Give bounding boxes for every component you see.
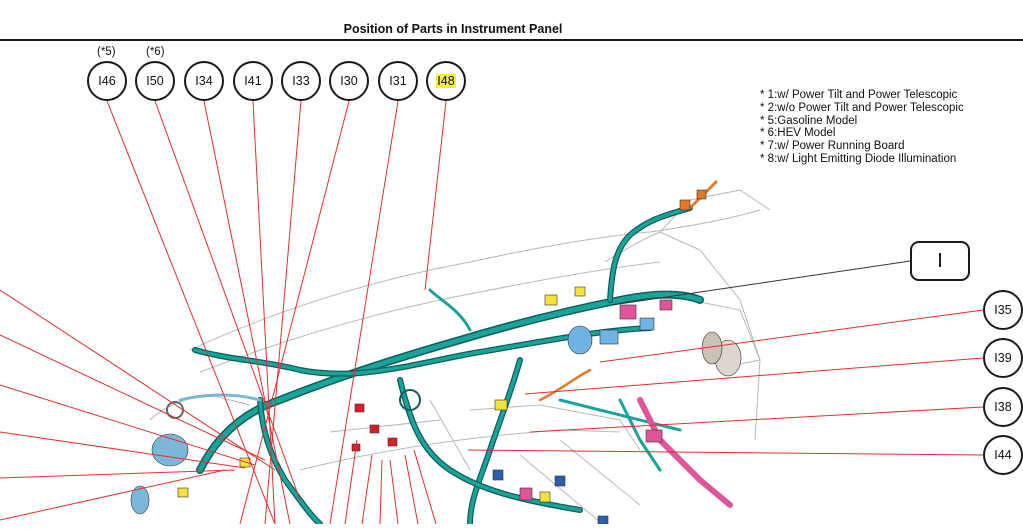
leader-i50 bbox=[154, 100, 301, 501]
leader-i44 bbox=[467, 449, 984, 456]
connector-label-i31: I31 bbox=[389, 74, 407, 88]
connector-callout-i30[interactable]: I30 bbox=[329, 61, 369, 101]
title-divider bbox=[0, 39, 1023, 41]
connector-callout-i38[interactable]: I38 bbox=[983, 387, 1023, 427]
connector-label-i50: I50 bbox=[146, 74, 164, 88]
connector-callout-i50[interactable]: I50 bbox=[135, 61, 175, 101]
leader-left-4 bbox=[0, 431, 246, 469]
connector-callout-i44[interactable]: I44 bbox=[983, 435, 1023, 475]
connector-callout-i35[interactable]: I35 bbox=[983, 290, 1023, 330]
page-title: Position of Parts in Instrument Panel bbox=[343, 22, 563, 36]
leader-bottom-3 bbox=[379, 459, 383, 525]
connector-callout-i33[interactable]: I33 bbox=[281, 61, 321, 101]
connector-label-i33: I33 bbox=[292, 74, 310, 88]
leader-bottom-5 bbox=[404, 454, 419, 525]
view-reference-box[interactable]: I bbox=[910, 241, 970, 281]
leader-bottom-4 bbox=[389, 459, 399, 525]
leader-left-1 bbox=[0, 289, 276, 471]
note-7: * 7:w/ Power Running Board bbox=[760, 140, 905, 153]
connector-callout-i48[interactable]: I48 bbox=[426, 61, 466, 101]
connector-label-i48: I48 bbox=[436, 74, 456, 88]
connector-label-i35: I35 bbox=[994, 303, 1012, 317]
leader-i38 bbox=[529, 406, 984, 433]
note-8: * 8:w/ Light Emitting Diode Illumination bbox=[760, 152, 957, 165]
leader-i35 bbox=[599, 309, 984, 363]
connector-label-i34: I34 bbox=[195, 74, 213, 88]
connector-label-i38: I38 bbox=[994, 400, 1012, 414]
wire-harness bbox=[178, 180, 733, 527]
leader-bottom-6 bbox=[413, 449, 437, 525]
connector-callout-i46[interactable]: I46 bbox=[87, 61, 127, 101]
leader-left-6 bbox=[0, 469, 226, 521]
leader-i39 bbox=[524, 357, 984, 395]
leader-left-5 bbox=[0, 469, 236, 479]
note-1: * 1:w/ Power Tilt and Power Telescopic bbox=[760, 89, 958, 101]
leader-left-2 bbox=[0, 334, 266, 461]
leader-i46 bbox=[106, 100, 276, 525]
connector-callout-i31[interactable]: I31 bbox=[378, 61, 418, 101]
connector-label-i46: I46 bbox=[98, 74, 116, 88]
connector-label-i41: I41 bbox=[244, 74, 262, 88]
variant-note-i46: (*5) bbox=[97, 46, 116, 58]
connector-callout-i34[interactable]: I34 bbox=[184, 61, 224, 101]
leader-i31 bbox=[329, 100, 399, 525]
note-6: * 6:HEV Model bbox=[760, 127, 836, 140]
leader-left-3 bbox=[0, 384, 256, 466]
connector-callout-i41[interactable]: I41 bbox=[233, 61, 273, 101]
leader-i34 bbox=[203, 100, 291, 525]
connector-blocks bbox=[130, 189, 742, 525]
leader-i33 bbox=[264, 100, 302, 525]
connector-label-i30: I30 bbox=[340, 74, 358, 88]
leader-lines bbox=[0, 100, 984, 525]
leader-bottom-2 bbox=[361, 454, 373, 525]
leader-i30 bbox=[239, 100, 350, 525]
variant-note-i50: (*6) bbox=[146, 46, 165, 58]
connector-callout-i39[interactable]: I39 bbox=[983, 338, 1023, 378]
note-2: * 2:w/o Power Tilt and Power Telescopic bbox=[760, 101, 964, 114]
connector-label-i44: I44 bbox=[994, 448, 1012, 462]
leader-i48 bbox=[424, 100, 447, 291]
note-5: * 5:Gasoline Model bbox=[760, 114, 858, 127]
connector-label-i39: I39 bbox=[994, 351, 1012, 365]
leader-bottom-1 bbox=[344, 439, 358, 525]
view-reference-leader bbox=[611, 260, 911, 306]
notes-legend: * 1:w/ Power Tilt and Power Telescopic *… bbox=[760, 89, 964, 166]
